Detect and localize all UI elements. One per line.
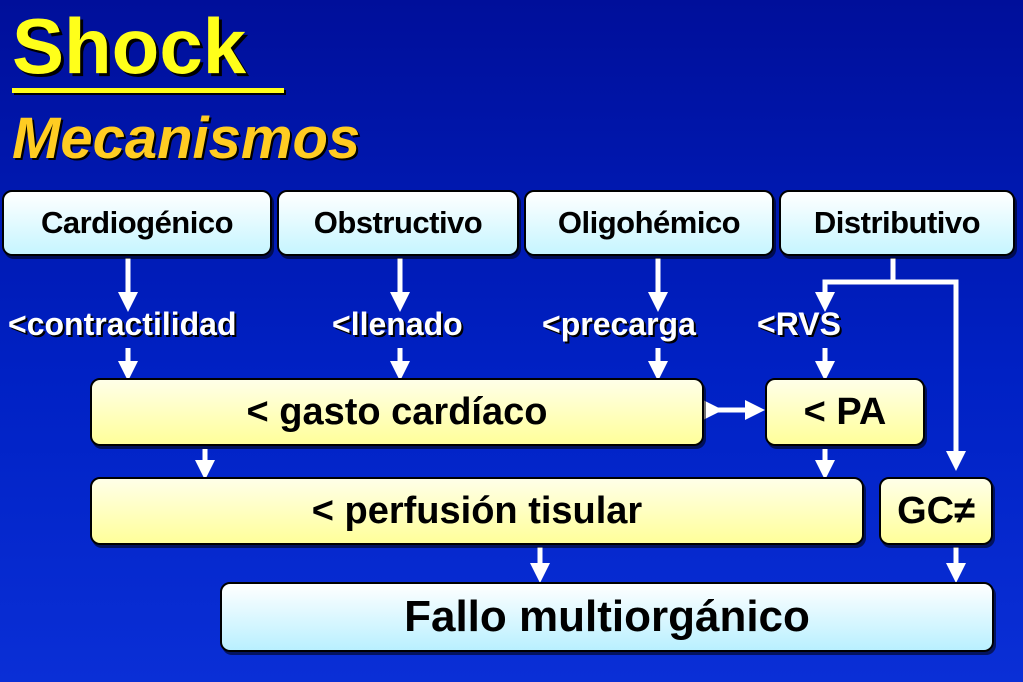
mechanism-contractility: <contractilidad <box>8 306 237 342</box>
mechanism-filling: <llenado <box>332 306 463 342</box>
effect-cardiac-output: < gasto cardíaco <box>90 378 704 446</box>
page-title: Shock <box>12 2 247 90</box>
outcome-organ-failure: Fallo multiorgánico <box>220 582 994 652</box>
arrow-distributive-to-rvs <box>815 258 896 312</box>
effect-tissue-perfusion: < perfusión tisular <box>90 477 864 545</box>
title-underline <box>12 88 284 93</box>
cause-distributive: Distributivo <box>779 190 1015 256</box>
cause-oligohemic: Oligohémico <box>524 190 774 256</box>
cause-obstructive: Obstructivo <box>277 190 519 256</box>
page-subtitle: Mecanismos <box>12 106 361 171</box>
effect-blood-pressure: < PA <box>765 378 925 446</box>
arrow-distributive-to-gc <box>893 279 966 471</box>
mechanism-rvs: <RVS <box>757 306 841 342</box>
mechanism-preload: <precarga <box>542 306 696 342</box>
effect-gc: GC≠ <box>879 477 993 545</box>
cause-cardiogenic: Cardiogénico <box>2 190 272 256</box>
